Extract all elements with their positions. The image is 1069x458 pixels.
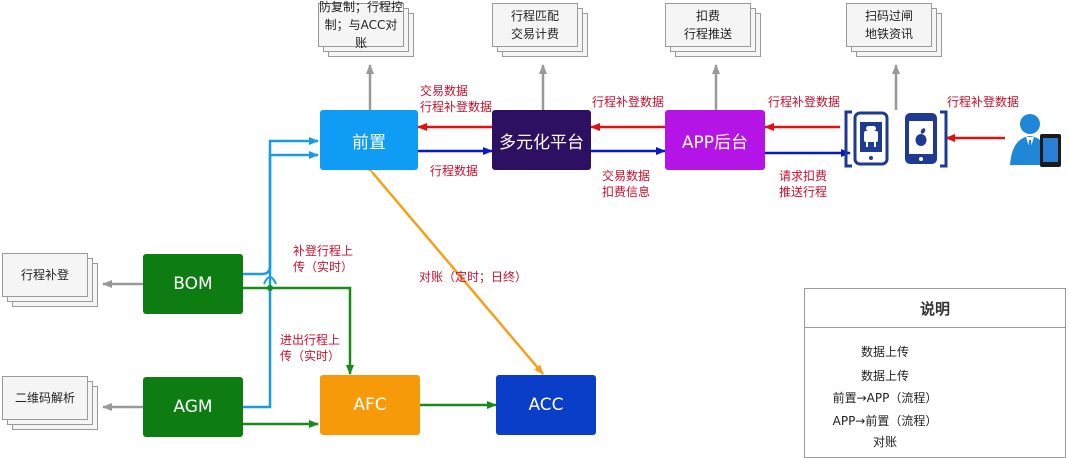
phones-bracket-right [940, 110, 948, 168]
label-trade-deduct: 交易数据 扣费信息 [602, 169, 651, 199]
label-request-deduct: 请求扣费 推送行程 [779, 169, 828, 199]
android-phone-icon [853, 111, 889, 166]
doc-bom-text: 行程补登 [2, 253, 88, 297]
legend-item: 对账 [872, 435, 897, 449]
node-app-backend: APP后台 [665, 110, 765, 170]
legend-item: 数据上传 [860, 369, 909, 383]
node-acc: ACC [496, 375, 596, 435]
legend-item: 前置→APP（流程） [832, 391, 938, 405]
doc-agm-text: 二维码解析 [2, 376, 88, 420]
label-supplement-right: 行程补登数据 [768, 95, 841, 109]
node-agm: AGM [143, 377, 243, 437]
label-trade-supplement: 交易数据 行程补登数据 [420, 84, 493, 114]
label-trip-data: 行程数据 [430, 164, 479, 178]
arrow-bom-to-afc-green [243, 286, 354, 375]
label-reconcile: 对账（定时；日终） [419, 270, 528, 284]
arrow-reconcile-orange [363, 162, 544, 375]
doc-front-text: 防复制；行程控 制；与ACC对账 [318, 0, 404, 50]
doc-app-text: 扣费 行程推送 [665, 3, 751, 47]
doc-platform-text: 行程匹配 交易计费 [492, 3, 578, 47]
legend-item: 数据上传 [860, 345, 909, 359]
node-afc: AFC [320, 375, 420, 435]
node-bom: BOM [143, 254, 243, 314]
doc-phones-text: 扫码过闸 地铁资讯 [846, 3, 932, 47]
label-bom-upload: 补登行程上 传（实时） [293, 244, 354, 274]
label-supplement-mid: 行程补登数据 [592, 95, 665, 109]
arrow-agm-to-front-blue [243, 151, 319, 409]
legend-title: 说明 [805, 289, 1065, 328]
junction-dot [267, 285, 273, 291]
node-platform: 多元化平台 [492, 110, 591, 170]
apple-phone-icon [905, 113, 937, 164]
phones-bracket-left [844, 110, 852, 168]
user-icon [1010, 114, 1061, 167]
node-front: 前置 [320, 110, 418, 170]
legend-item: APP→前置（流程） [832, 414, 938, 428]
label-supplement-user: 行程补登数据 [947, 95, 1020, 109]
legend: 说明 数据上传 数据上传 前置→APP（流程） APP→前置（流程） 对账 [804, 288, 1066, 458]
label-agm-upload: 进出行程上 传（实时） [280, 333, 341, 363]
wire-crossing-bump [263, 276, 277, 285]
